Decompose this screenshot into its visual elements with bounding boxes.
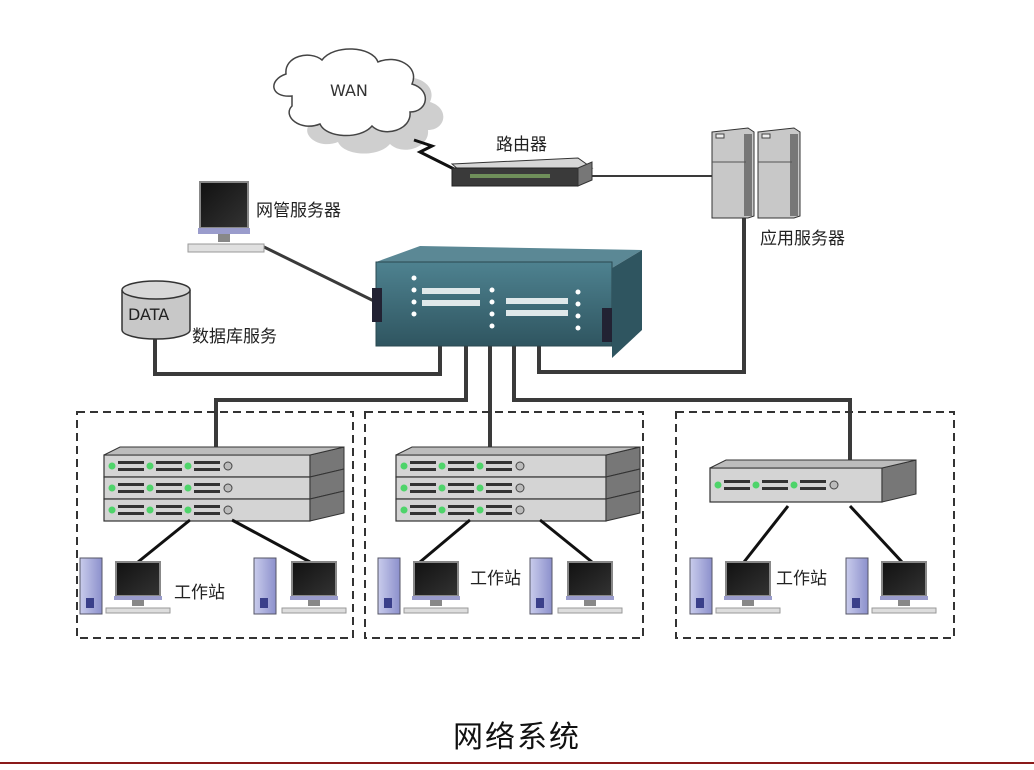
workstation-cable [848,504,904,564]
connection-lines [153,175,852,460]
group-2-label: 工作站 [470,569,521,589]
switch-unit [395,498,607,522]
monitor-icon [567,561,613,597]
port-led [184,462,192,470]
router-label: 路由器 [496,135,547,155]
bottom-divider [0,762,1034,764]
tower-icon [79,557,103,615]
port-led [184,484,192,492]
switch-unit [395,454,607,478]
database-label: DATA [128,305,169,324]
port-led [752,481,760,489]
port-led [400,484,408,492]
port-led [108,462,116,470]
monitor-icon [881,561,927,597]
monitor-icon [291,561,337,597]
workstation-cable [231,518,311,564]
port-led [476,506,484,514]
workstation [377,557,469,615]
port-led [146,484,154,492]
port-led [108,506,116,514]
database-caption: 数据库服务 [192,327,277,347]
port-led [438,484,446,492]
port-led [476,484,484,492]
monitor-icon [413,561,459,597]
workstation [689,557,781,615]
stacked-switch [395,446,641,522]
app-server-label: 应用服务器 [760,229,845,249]
switch-unit [103,454,311,478]
wan-cloud: WAN [273,48,444,154]
keyboard-icon [105,607,171,614]
link-core-group3 [512,340,852,460]
tower-icon [529,557,553,615]
workstation-cable [137,518,191,564]
port-led [714,481,722,489]
workstation [79,557,171,615]
workstation-cable [539,518,593,564]
keyboard-icon [715,607,781,614]
port-led [790,481,798,489]
link-core-group1 [214,340,468,455]
port-led [400,462,408,470]
port-led [108,484,116,492]
keyboard-icon [281,607,347,614]
workstation [529,557,623,615]
app-server: 应用服务器 [711,127,845,249]
stacked-switch [103,446,345,522]
port-led [438,506,446,514]
group-3-label: 工作站 [776,569,827,589]
keyboard-icon [557,607,623,614]
tower-icon [689,557,713,615]
port-led [146,506,154,514]
access-switch [709,459,917,503]
switch-unit [103,476,311,500]
group-1-label: 工作站 [174,583,225,603]
workstation-cable [419,518,471,564]
port-led [438,462,446,470]
workstation [845,557,937,615]
workstation-group-3 [675,411,955,639]
tower-icon [845,557,869,615]
link-app-core [537,218,746,374]
group-3-equipment [689,459,937,615]
mgmt-server: 网管服务器 [187,181,341,253]
workstation-cable [742,505,790,563]
port-led [184,506,192,514]
tower-icon [377,557,401,615]
link-db-core [153,337,442,376]
tower-icon [253,557,277,615]
diagram-title: 网络系统 [453,720,581,755]
monitor-icon [725,561,771,597]
wan-label: WAN [330,81,368,100]
workstation-group-1 [76,411,354,639]
keyboard-icon [403,607,469,614]
link-mgmt-core [261,244,379,305]
monitor-icon [115,561,161,597]
port-led [400,506,408,514]
keyboard-icon [871,607,937,614]
workstation-group-2 [364,411,644,639]
mgmt-server-label: 网管服务器 [256,201,341,221]
port-led [476,462,484,470]
group-1-equipment [79,446,347,615]
port-led [146,462,154,470]
database: DATA 数据库服务 [121,280,277,347]
switch-unit [103,498,311,522]
group-2-equipment [377,446,641,615]
wan-router-link-icon [413,138,457,172]
switch-unit [395,476,607,500]
workstation [253,557,347,615]
core-switch [372,246,642,358]
router: 路由器 [450,135,594,187]
